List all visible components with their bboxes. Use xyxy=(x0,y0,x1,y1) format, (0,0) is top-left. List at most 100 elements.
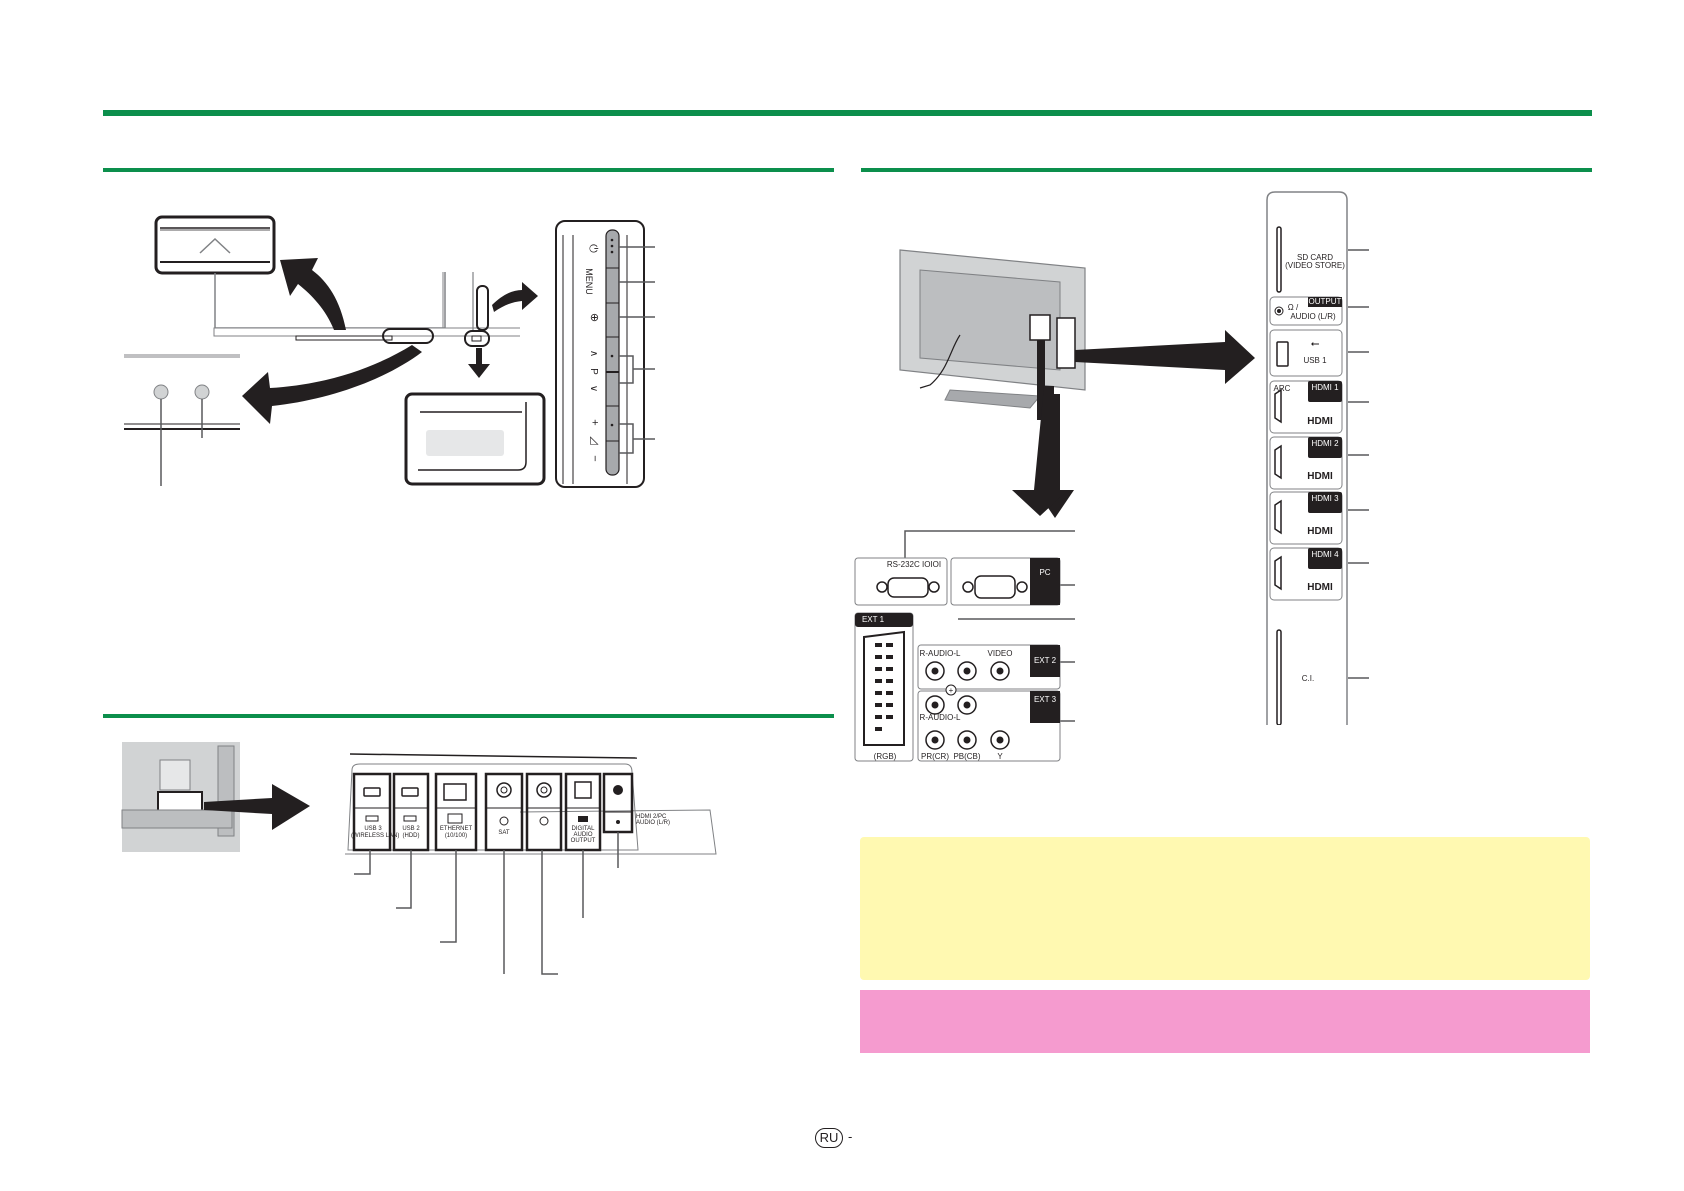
rear-arrows xyxy=(1036,330,1255,518)
volume-minus-icon: − xyxy=(588,455,601,462)
hdmi2-port-icon xyxy=(1274,444,1282,480)
hdmi-logo: HDMI xyxy=(1307,582,1333,593)
power-led-icon xyxy=(153,384,169,400)
side-terminal-panel xyxy=(1266,191,1369,725)
hdmi3-label: HDMI 3 xyxy=(1311,494,1339,503)
ext2-label: EXT 2 xyxy=(1033,656,1057,665)
channel-label: P xyxy=(587,368,599,375)
ext1-rgb-label: (RGB) xyxy=(873,752,897,761)
hdmi4-port-icon xyxy=(1274,555,1282,591)
note-box-yellow xyxy=(860,837,1590,980)
hdmi-logo: HDMI xyxy=(1307,526,1333,537)
side-control-lines xyxy=(562,229,655,484)
language-badge: RU xyxy=(815,1128,843,1148)
tv-side-diagram xyxy=(464,272,538,378)
ext2-audio-label: R-AUDIO-L xyxy=(919,649,961,658)
rs232c-port-icon xyxy=(887,577,929,598)
page-number-suffix: - xyxy=(848,1129,853,1144)
usb-icon: ⭠ xyxy=(1310,338,1320,350)
hdmi4-label: HDMI 4 xyxy=(1311,550,1339,559)
ethernet-port-icon xyxy=(443,783,467,801)
side-control-highlight xyxy=(476,285,489,331)
hdmi-pc-audio-label: HDMI 2/PC xyxy=(636,814,667,820)
pc-label: PC xyxy=(1039,568,1051,577)
ethernet-sub-label: (10/100) xyxy=(444,833,468,839)
output-badge: OUTPUT xyxy=(1308,297,1342,306)
hdmi-logo: HDMI xyxy=(1307,416,1333,427)
usb3-sub-label: (WIRELESS LAN) xyxy=(351,833,400,839)
digital-audio-label-2: AUDIO xyxy=(573,832,593,838)
arrow-down-to-rear-terminals-icon xyxy=(1036,394,1074,518)
headphone-label: Ω / xyxy=(1287,303,1299,312)
ci-label: C.I. xyxy=(1301,674,1315,683)
audio-in-port-icon xyxy=(613,785,623,795)
digital-audio-label-3: OUTPUT xyxy=(570,838,596,844)
section-rule-terminals xyxy=(861,168,1592,172)
tv-front-diagram xyxy=(124,215,520,486)
usb3-label: USB 3 xyxy=(364,826,382,832)
arrow-right-to-bottom-terminals-icon xyxy=(204,784,310,830)
ext3-pb-label: PB(CB) xyxy=(953,752,981,761)
sat-label: SAT xyxy=(498,830,510,836)
sd-card-sub-label: (VIDEO STORE) xyxy=(1285,261,1345,270)
terminal-highlight xyxy=(157,791,203,813)
section-rule-front-controls xyxy=(103,168,834,172)
usb2-label: USB 2 xyxy=(402,826,420,832)
svg-text:+: + xyxy=(949,686,954,695)
bottom-terminal-strip xyxy=(345,753,717,975)
page-header-rule xyxy=(103,110,1592,116)
usb3-port-icon xyxy=(363,787,381,797)
power-icon: ⏻ xyxy=(586,244,599,253)
usb2-sub-label: (HDD) xyxy=(402,833,420,839)
volume-plus-icon: + xyxy=(588,419,601,426)
channel-down-icon: ∨ xyxy=(588,384,600,393)
input-icon: ⊕ xyxy=(588,312,601,323)
audio-out-label: AUDIO (L/R) xyxy=(1290,312,1336,321)
rear-arrow-shaft xyxy=(1012,386,1066,516)
logo-closeup-frame xyxy=(154,215,276,275)
sd-card-label: SD CARD xyxy=(1296,253,1333,262)
digital-audio-label: DIGITAL xyxy=(571,826,595,832)
sat-port-icon xyxy=(496,782,512,798)
scart-port-icon xyxy=(863,630,905,746)
usb1-label: USB 1 xyxy=(1303,356,1327,365)
rear-terminal-panel: + xyxy=(854,530,1075,762)
arrow-down-icon xyxy=(468,348,490,378)
ext3-audio-label: R-AUDIO-L xyxy=(919,713,961,722)
antenna-port-icon xyxy=(536,782,552,798)
ci-slot-icon xyxy=(1276,629,1282,725)
hdmi-logo: HDMI xyxy=(1307,471,1333,482)
channel-up-icon: ∧ xyxy=(588,349,600,358)
hdmi2-label: HDMI 2 xyxy=(1311,439,1339,448)
standby-led-icon xyxy=(194,384,210,400)
usb2-port-icon xyxy=(401,787,419,797)
ext3-pr-label: PR(CR) xyxy=(921,752,949,761)
ethernet-label: ETHERNET xyxy=(439,826,473,832)
arc-label: ARC xyxy=(1273,384,1291,393)
ir-sensor-closeup xyxy=(404,392,546,486)
ext3-label: EXT 3 xyxy=(1033,695,1057,704)
tv-side-photo xyxy=(121,742,310,852)
ext3-y-label: Y xyxy=(997,752,1003,761)
note-box-pink xyxy=(860,990,1590,1053)
tv-rear-illustration xyxy=(899,249,1086,420)
usb1-port-icon xyxy=(1276,341,1289,367)
hdmi3-port-icon xyxy=(1274,499,1282,535)
vga-port-icon xyxy=(974,575,1016,599)
ir-sensor-highlight xyxy=(464,330,490,347)
volume-icon: ◿ xyxy=(588,436,601,445)
arrow-right-to-side-terminals-icon xyxy=(1075,330,1255,384)
hdmi1-label: HDMI 1 xyxy=(1311,383,1339,392)
ext2-video-label: VIDEO xyxy=(987,649,1013,658)
chevron-up-icon xyxy=(199,237,231,254)
hdmi1-port-icon xyxy=(1274,388,1282,424)
optical-port-icon xyxy=(574,781,592,799)
menu-label: MENU xyxy=(583,268,594,295)
arrow-to-leds-icon xyxy=(242,345,422,424)
rs232c-label: RS-232C IOIOI xyxy=(886,560,942,569)
led-highlight xyxy=(382,328,434,344)
ext1-label: EXT 1 xyxy=(861,615,885,624)
hdmi-pc-audio-label-2: AUDIO (L/R) xyxy=(636,820,671,826)
side-control-panel xyxy=(555,220,645,488)
arrow-to-side-panel-icon xyxy=(492,282,538,312)
